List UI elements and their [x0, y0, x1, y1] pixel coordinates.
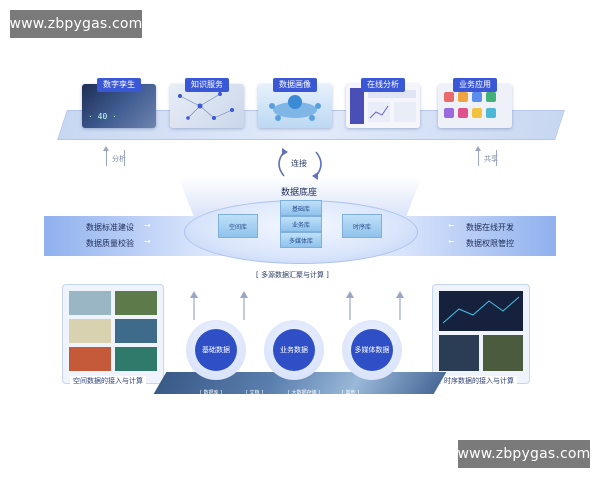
arrow-head-left-icon: [103, 146, 109, 151]
spatial-maps-thumbnails: [69, 291, 157, 371]
graph-network-icon: [178, 92, 234, 120]
band-arrow-right-2: ←: [448, 237, 455, 246]
cube-spatial: 空间库: [218, 214, 258, 238]
business-data-label: 业务数据: [273, 329, 315, 371]
band-arrow-left-1: →: [144, 221, 151, 230]
multimedia-data-node[interactable]: 多媒体数据: [342, 320, 402, 380]
arrow-head-right-icon: [475, 146, 481, 151]
app-grid-icon: [444, 92, 496, 118]
left-band-item-quality: 数据质量校验: [86, 239, 134, 248]
analysis-dashboard-icon: [350, 88, 416, 124]
tile-label-digital-twin: 数字孪生: [97, 78, 141, 92]
right-band-item-access: 数据权限管控: [466, 239, 514, 248]
band-arrow-left-2: →: [144, 237, 151, 246]
business-data-node[interactable]: 业务数据: [264, 320, 324, 380]
aggregate-label: [ 多源数据汇聚与计算 ]: [256, 271, 329, 279]
tile-label-business-application: 业务应用: [453, 78, 497, 92]
cube-business: 业务库: [280, 216, 322, 232]
cube-timeseries: 时序库: [342, 214, 382, 238]
timeseries-panel[interactable]: [432, 284, 530, 384]
base-label-document: [ 文档 ]: [246, 390, 264, 396]
spatial-panel-label: 空间数据的接入与计算: [70, 376, 146, 386]
up-arrow-left-icon: [106, 150, 107, 166]
down-arrow-left-icon: [124, 150, 125, 166]
timeseries-panel-label: 时序数据的接入与计算: [441, 376, 517, 386]
watermark-top: www.zbpygas.com: [9, 10, 142, 38]
tile-label-data-portrait: 数据画像: [273, 78, 317, 92]
timeseries-dashboard-thumbnails: [439, 291, 523, 371]
right-band-item-dev: 数据在线开发: [466, 223, 514, 232]
connect-label: 连接: [291, 159, 307, 168]
down-arrow-right-icon: [496, 150, 497, 166]
tile-label-online-analysis: 在线分析: [361, 78, 405, 92]
tile-label-knowledge-service: 知识服务: [185, 78, 229, 92]
cube-multimedia: 多媒体库: [280, 232, 322, 248]
data-portrait-icon: [269, 95, 321, 121]
online-analysis-tile[interactable]: [346, 84, 420, 128]
band-arrow-right-1: ←: [448, 221, 455, 230]
multimedia-data-label: 多媒体数据: [351, 329, 393, 371]
cube-basic: 基础库: [280, 200, 322, 216]
basic-data-label: 基础数据: [195, 329, 237, 371]
spatial-panel[interactable]: [62, 284, 164, 384]
up-arrow-right-icon: [478, 150, 479, 166]
data-portrait-tile[interactable]: [258, 84, 332, 128]
watermark-bottom: www.zbpygas.com: [457, 440, 590, 468]
analysis-label: 分析: [112, 155, 126, 163]
base-label-database: [ 数据库 ]: [200, 390, 223, 396]
platform-title: 数据底座: [281, 188, 318, 198]
basic-data-node[interactable]: 基础数据: [186, 320, 246, 380]
share-label: 共享: [484, 155, 498, 163]
ingest-arrows-icon: [190, 291, 404, 320]
base-label-bigdata: [ 大数据存储 ]: [288, 390, 321, 396]
left-band-item-standard: 数据标准建设: [86, 223, 134, 232]
tile-decoration: · 40 ·: [88, 112, 117, 121]
base-label-other: [ 其他 ]: [342, 390, 360, 396]
